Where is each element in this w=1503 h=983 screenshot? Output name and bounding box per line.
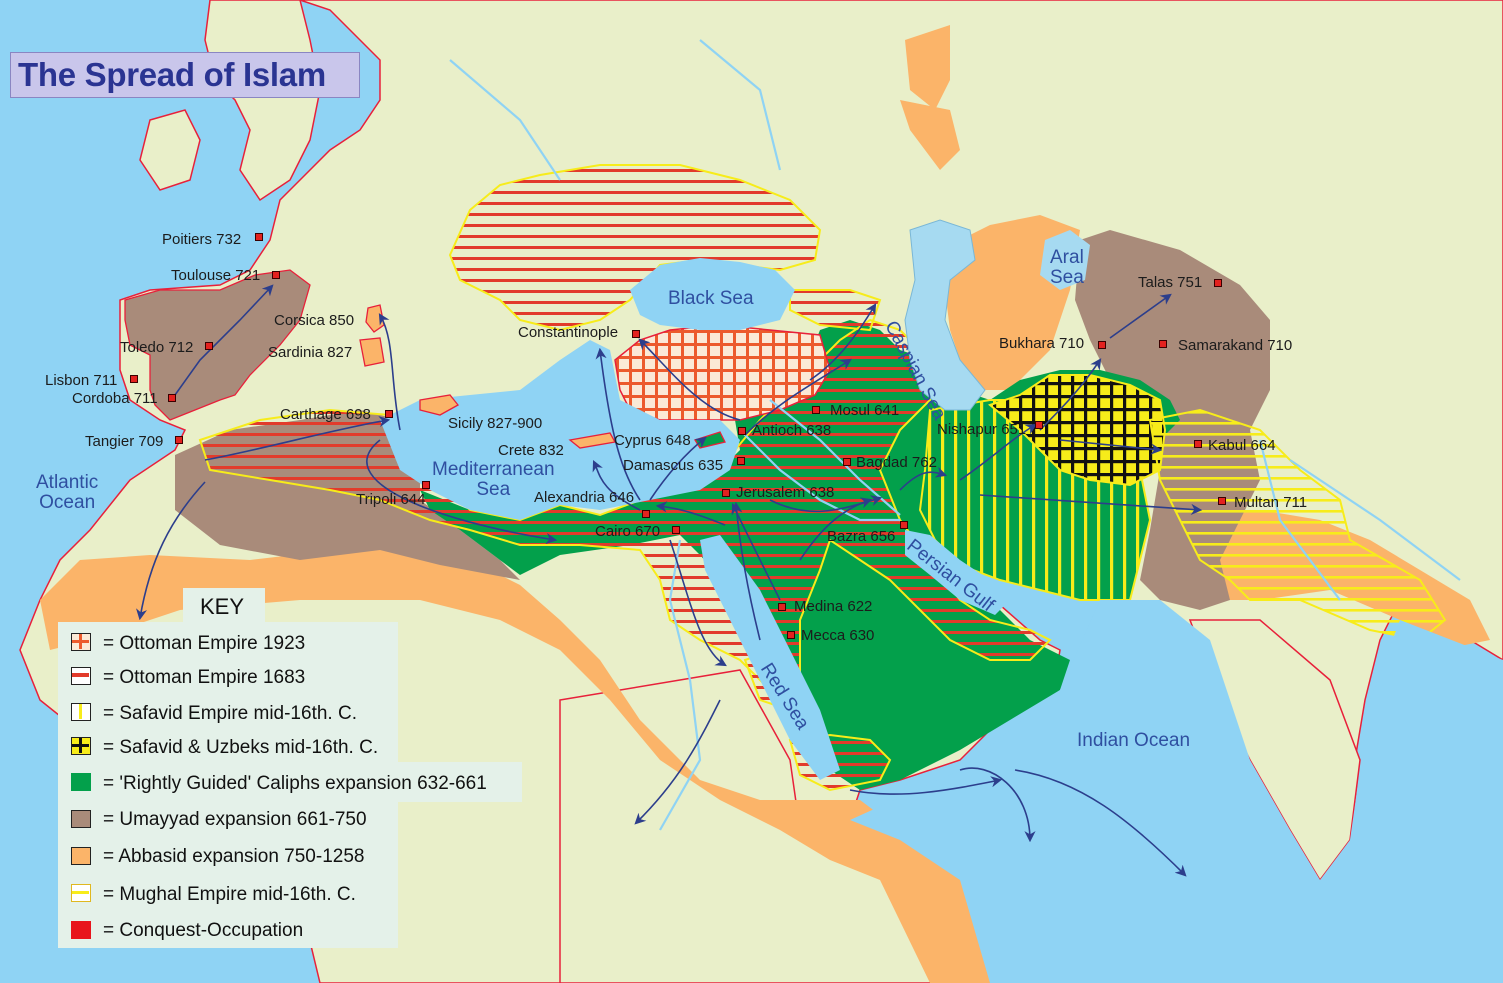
carthage-marker (385, 410, 393, 418)
crete-label: Crete 832 (498, 442, 564, 459)
ireland (139, 109, 201, 191)
kabul-marker (1194, 440, 1202, 448)
red-sea (700, 535, 840, 780)
persian-gulf (905, 530, 1010, 615)
legend-swatch-ottoman-1683 (71, 667, 91, 685)
corsica-label: Corsica 850 (274, 312, 355, 329)
legend-label-rightly-guided: = 'Rightly Guided' Caliphs expansion 632… (103, 773, 487, 794)
toledo-label: Toledo 712 (120, 339, 194, 356)
multan-label: Multan 711 (1234, 494, 1308, 511)
toledo-marker (205, 342, 213, 350)
cordoba-marker (168, 394, 176, 402)
rivers (449, 39, 1461, 831)
bagdad-label: Bagdad 762 (856, 454, 937, 471)
legend-label-mughal: = Mughal Empire mid-16th. C. (103, 884, 356, 905)
title-box: The Spread of Islam (10, 52, 360, 98)
carthage-label: Carthage 698 (280, 406, 371, 423)
abbasid-north-africa (40, 545, 1000, 983)
nishapur-marker (1035, 421, 1043, 429)
cairo-marker (672, 526, 680, 534)
expansion-arrows (136, 284, 1203, 877)
cairo-label: Cairo 670 (595, 523, 661, 540)
tangier-label: Tangier 709 (85, 433, 164, 450)
legend-label-ottoman-1683: = Ottoman Empire 1683 (103, 667, 306, 688)
bazra-marker (900, 521, 908, 529)
bukhara-marker (1098, 341, 1106, 349)
legend-label-safavid: = Safavid Empire mid-16th. C. (103, 703, 357, 724)
medina-marker (778, 603, 786, 611)
legend-label-conquest: = Conquest-Occupation (103, 920, 304, 941)
multan-marker (1218, 497, 1226, 505)
kabul-label: Kabul 664 (1208, 437, 1276, 454)
toulouse-label: Toulouse 721 (171, 267, 261, 284)
legend-swatch-ottoman-1923 (71, 633, 91, 651)
legend-swatch-abbasid (71, 847, 91, 865)
cyprus-label: Cyprus 648 (614, 432, 691, 449)
abbasid-russia (905, 25, 950, 110)
tripoli-label: Tripoli 644 (356, 491, 426, 508)
toulouse-marker (272, 271, 280, 279)
samarakand-marker (1159, 340, 1167, 348)
alexandria-marker (642, 510, 650, 518)
legend-swatch-conquest (71, 921, 91, 939)
mediterranean-sea (380, 340, 740, 520)
antioch-marker (738, 427, 746, 435)
sicily-label: Sicily 827-900 (448, 415, 543, 432)
legend-label-umayyad: = Umayyad expansion 661-750 (103, 809, 367, 830)
indian-ocean-label: Indian Ocean (1077, 730, 1191, 751)
damascus-marker (737, 457, 745, 465)
talas-marker (1214, 279, 1222, 287)
bukhara-label: Bukhara 710 (999, 335, 1085, 352)
samarakand-label: Samarakand 710 (1178, 337, 1293, 354)
constantinople-marker (632, 330, 640, 338)
constantinople-label: Constantinople (518, 324, 619, 341)
key-panel-wide-row (58, 762, 522, 802)
jerusalem-label: Jerusalem 638 (736, 484, 835, 501)
black-sea (630, 258, 795, 330)
mosul-label: Mosul 641 (830, 402, 900, 419)
key-heading: KEY (200, 594, 245, 619)
mecca-marker (787, 631, 795, 639)
talas-label: Talas 751 (1138, 274, 1203, 291)
legend-label-safavid-uzbeks: = Safavid & Uzbeks mid-16th. C. (103, 737, 379, 758)
lisbon-label: Lisbon 711 (45, 372, 118, 389)
key-tab (183, 588, 265, 624)
bagdad-marker (843, 458, 851, 466)
sardinia-label: Sardinia 827 (268, 344, 353, 361)
umayyad-iberia (124, 269, 311, 421)
caspian-sea (904, 219, 986, 411)
abbasid-volga (900, 100, 960, 170)
poitiers-marker (255, 233, 263, 241)
antioch-label: Antioch 638 (752, 422, 832, 439)
jerusalem-marker (722, 489, 730, 497)
lisbon-marker (130, 375, 138, 383)
tripoli-marker (422, 481, 430, 489)
tangier-marker (175, 436, 183, 444)
indian-ocean (850, 600, 1503, 983)
cordoba-label: Cordoba 711 (72, 390, 158, 407)
mosul-marker (812, 406, 820, 414)
legend-label-ottoman-1923: = Ottoman Empire 1923 (103, 633, 306, 654)
aral-sea (1040, 230, 1090, 290)
alexandria-label: Alexandria 646 (534, 489, 635, 506)
legend-swatch-mughal (71, 884, 91, 902)
legend-swatch-safavid-uzbeks (71, 737, 91, 755)
ottoman-1683-regions (198, 164, 1052, 792)
poitiers-label: Poitiers 732 (162, 231, 242, 248)
legend-swatch-safavid (71, 703, 91, 721)
legend-swatch-rightly-guided (71, 773, 91, 791)
damascus-label: Damascus 635 (623, 457, 724, 474)
black-sea-label: Black Sea (668, 288, 754, 309)
mecca-label: Mecca 630 (801, 627, 875, 644)
legend-label-abbasid: = Abbasid expansion 750-1258 (103, 846, 365, 867)
nishapur-label: Nishapur 651 (937, 421, 1027, 438)
bazra-label: Bazra 656 (827, 528, 896, 545)
map-title: The Spread of Islam (18, 56, 326, 93)
medina-label: Medina 622 (794, 598, 873, 615)
legend-swatch-umayyad (71, 810, 91, 828)
